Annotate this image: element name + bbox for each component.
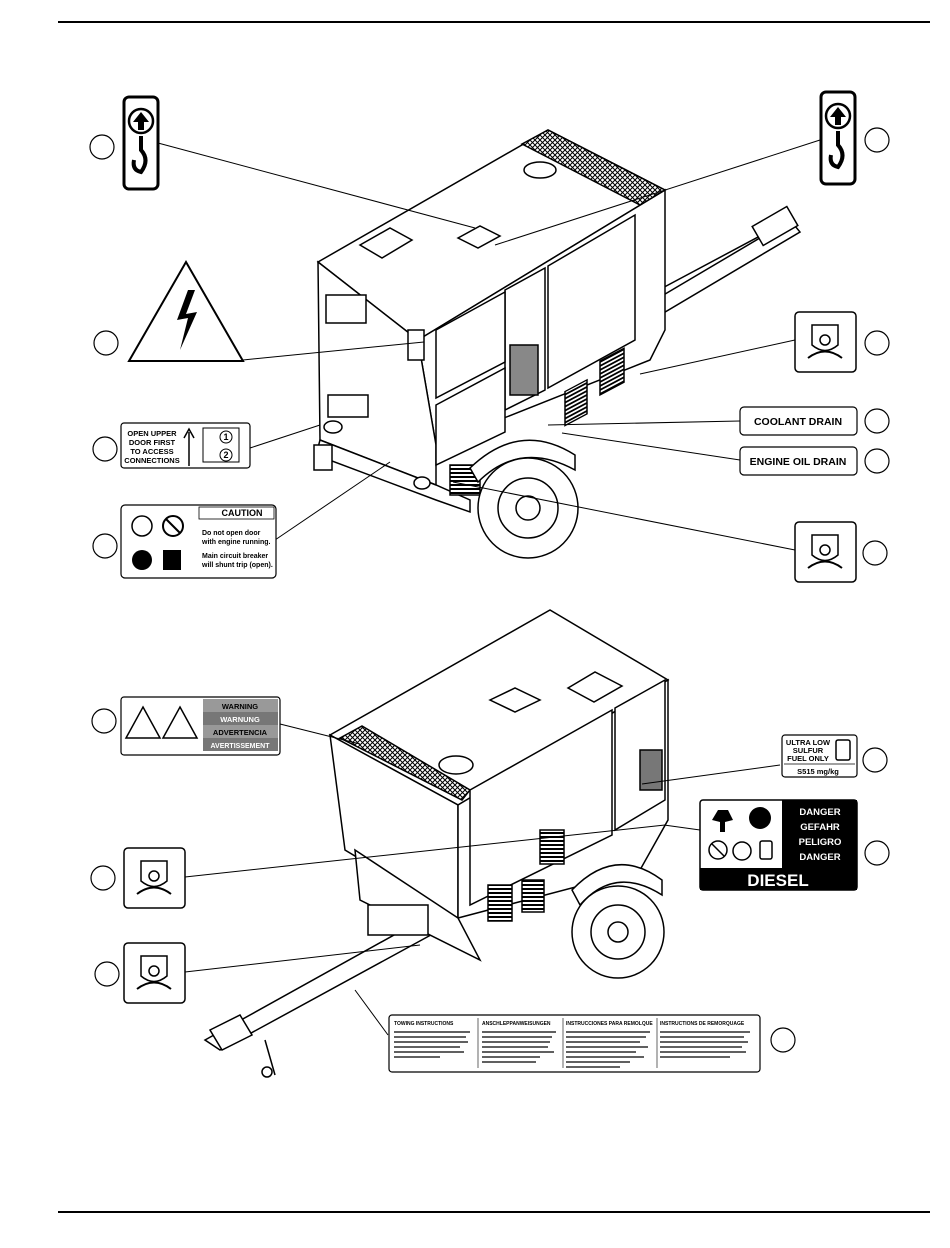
caution-header: CAUTION xyxy=(222,508,263,518)
warning-row-2: WARNUNG xyxy=(220,715,260,724)
callout-circle xyxy=(770,1027,796,1053)
fan-hazard-icon xyxy=(124,705,162,739)
bottom-rule xyxy=(58,1211,930,1213)
towing-header-fr: INSTRUCTIONS DE REMORQUAGE xyxy=(660,1021,745,1027)
leader-lines xyxy=(157,139,821,1036)
danger-row-3: PELIGRO xyxy=(799,837,842,848)
connection-1: 1 xyxy=(223,432,228,442)
read-manual-icon xyxy=(749,807,771,829)
callout-circle xyxy=(91,708,117,734)
fuel-line-3: FUEL ONLY xyxy=(787,754,829,763)
top-rule xyxy=(58,21,930,23)
warning-row-1: WARNING xyxy=(222,702,258,711)
generator-front-view xyxy=(203,609,670,1078)
callout-circle xyxy=(864,448,890,474)
callout-circle xyxy=(92,533,118,559)
high-voltage-decal xyxy=(127,259,245,362)
fuel-decal: ULTRA LOW SULFUR FUEL ONLY S515 mg/kg xyxy=(781,734,858,778)
danger-row-1: DANGER xyxy=(799,807,840,818)
callout-circle xyxy=(89,134,115,160)
caution-line-3: Main circuit breaker xyxy=(202,553,268,560)
callout-circle xyxy=(864,330,890,356)
callout-circle xyxy=(94,961,120,987)
caution-line-2: with engine running. xyxy=(201,539,270,546)
fine-print-lines xyxy=(394,1031,750,1068)
callout-circle xyxy=(864,840,890,866)
upper-door-decal: OPEN UPPER DOOR FIRST TO ACCESS CONNECTI… xyxy=(120,422,251,469)
fuel-pump-icon xyxy=(835,739,851,761)
caution-decal: CAUTION Do not open door with engine run… xyxy=(120,504,277,579)
engine-icon xyxy=(131,515,153,537)
callout-circle xyxy=(92,436,118,462)
danger-diesel-decal: DANGER GEFAHR PELIGRO DANGER DIESEL xyxy=(699,799,858,891)
callout-circle xyxy=(862,747,888,773)
engine-oil-drain-decal: ENGINE OIL DRAIN xyxy=(739,446,858,476)
fuel-line-1: ULTRA LOW xyxy=(786,738,831,747)
upper-door-line-4: CONNECTIONS xyxy=(124,456,179,465)
towing-header-en: TOWING INSTRUCTIONS xyxy=(394,1021,454,1027)
fuel-line-2: SULFUR xyxy=(793,746,824,755)
lift-hook-decal-left xyxy=(122,95,160,191)
upper-door-line-2: DOOR FIRST xyxy=(129,438,176,447)
connection-2: 2 xyxy=(223,450,228,460)
upper-door-line-1: OPEN UPPER xyxy=(127,429,177,438)
warning-row-4: AVERTISSEMENT xyxy=(211,743,271,750)
callout-circle xyxy=(862,540,888,566)
hot-surface-icon xyxy=(161,705,199,739)
coolant-drain-label: COOLANT DRAIN xyxy=(754,416,842,428)
reference-circles xyxy=(89,127,890,1053)
towing-header-es: INSTRUCCIONES PARA REMOLQUE xyxy=(566,1021,653,1027)
fuel-spec: S515 mg/kg xyxy=(797,767,839,776)
caution-line-4: will shunt trip (open). xyxy=(201,562,273,569)
arrow-up-icon xyxy=(183,427,195,466)
engine-oil-drain-label: ENGINE OIL DRAIN xyxy=(750,456,847,468)
generator-rear-view xyxy=(313,129,802,559)
stop-icon xyxy=(132,550,152,570)
callout-circle xyxy=(93,330,119,356)
fuel-icon xyxy=(759,840,773,860)
caution-line-1: Do not open door xyxy=(202,530,261,537)
danger-row-2: GEFAHR xyxy=(800,822,840,833)
warning-row-3: ADVERTENCIA xyxy=(213,728,268,737)
warning-decal: WARNING WARNUNG ADVERTENCIA AVERTISSEMEN… xyxy=(120,696,281,756)
upper-door-line-3: TO ACCESS xyxy=(130,447,173,456)
danger-row-4: DANGER xyxy=(799,852,840,863)
callout-circle xyxy=(864,408,890,434)
drain-icon-decals xyxy=(123,311,857,1004)
coolant-drain-decal: COOLANT DRAIN xyxy=(739,406,858,436)
callout-circle xyxy=(864,127,890,153)
stop-engine-icon xyxy=(732,841,752,861)
fire-person-icon xyxy=(712,810,733,832)
towing-header-de: ANSCHLEPPANWEISUNGEN xyxy=(482,1021,551,1027)
door-icon xyxy=(163,550,181,570)
lightning-bolt-icon xyxy=(177,290,197,350)
callout-circle xyxy=(90,865,116,891)
towing-instructions-decal: TOWING INSTRUCTIONS ANSCHLEPPANWEISUNGEN… xyxy=(388,1014,761,1073)
lift-hook-decal-right xyxy=(819,90,857,186)
diesel-label: DIESEL xyxy=(747,871,808,890)
